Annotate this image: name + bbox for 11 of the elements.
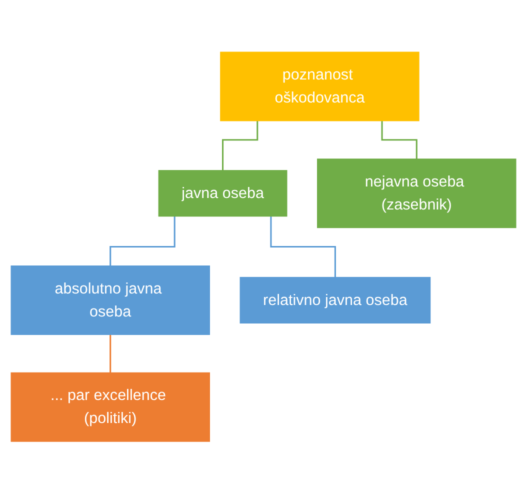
node-box: nejavna oseba (zasebnik) (317, 158, 516, 228)
node-box: absolutno javna oseba (10, 266, 210, 336)
connector (381, 121, 418, 160)
node-box: javna oseba (158, 170, 288, 217)
node-box: relativno javna oseba (240, 277, 431, 324)
connector (110, 216, 176, 267)
connector (110, 334, 112, 374)
node-box: ... par excellence (politiki) (10, 372, 210, 442)
connector (222, 121, 258, 172)
connector (270, 216, 336, 278)
node-box: poznanost oškodovanca (220, 52, 420, 122)
